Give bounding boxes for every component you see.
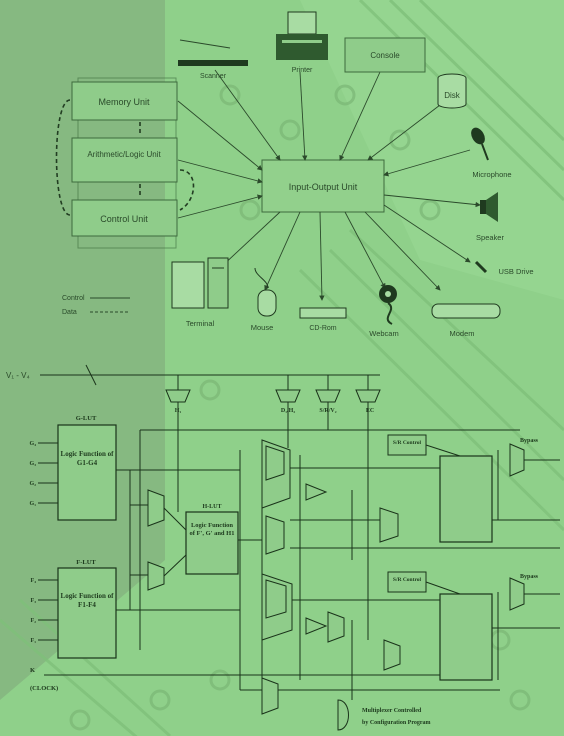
g-lut-text: Logic Function of G1-G4 (60, 450, 114, 494)
speaker-icon-body (480, 200, 486, 214)
terminal-tower-icon (208, 258, 228, 308)
printer-icon (276, 34, 328, 60)
input-g1: G₁ (30, 501, 37, 507)
sr-control-top-label: S/R Control (393, 440, 422, 446)
input-g3: G₃ (30, 461, 37, 467)
input-f2: F₂ (31, 618, 37, 624)
terminal-label: Terminal (186, 319, 215, 328)
printer-label: Printer (292, 67, 313, 74)
webcam-label: Webcam (369, 329, 398, 338)
disk: Disk (438, 74, 466, 108)
input-f4: F₄ (31, 578, 37, 584)
alu-label: Arithmetic/Logic Unit (87, 150, 161, 159)
memory-unit-label: Memory Unit (98, 97, 150, 107)
alu-box (72, 138, 177, 182)
modem-icon (432, 304, 500, 318)
legend-text-line2: by Configuration Program (362, 720, 431, 726)
usb-label: USB Drive (498, 267, 533, 276)
cd-icon (300, 308, 346, 318)
modem-label: Modem (449, 329, 474, 338)
disk-label: Disk (444, 91, 461, 100)
flip-flop-bottom (440, 594, 492, 680)
io-unit-label: Input-Output Unit (289, 182, 358, 192)
g-lut-label: Logic Function of G1-G4 (60, 450, 114, 468)
speaker-label: Speaker (476, 233, 504, 242)
f-lut-title: F-LUT (76, 559, 96, 566)
mouse-icon (258, 290, 276, 316)
h-lut-title: H-LUT (202, 504, 221, 510)
printer-paper-icon (288, 12, 316, 34)
printer-slot (282, 40, 322, 43)
input-f1: F₁ (31, 638, 37, 644)
bypass-top-label: Bypass (520, 438, 539, 444)
webcam-lens (385, 291, 391, 297)
mux-label-ec: EC (366, 408, 374, 414)
f-lut-text: Logic Function of F1-F4 (60, 592, 114, 636)
bus-label: V₁ - V₄ (6, 371, 30, 380)
legend-text-line1: Multiplexer Controlled (362, 708, 422, 714)
h-lut-text: Logic Function of F', G' and H1 (188, 522, 236, 570)
clock-label: (CLOCK) (30, 685, 58, 692)
control-unit-label: Control Unit (100, 214, 148, 224)
mouse-label: Mouse (251, 323, 274, 332)
legend-data-label: Data (62, 309, 77, 316)
input-g4: G₄ (30, 441, 37, 447)
console: Console (345, 38, 425, 72)
legend-control-label: Control (62, 295, 85, 302)
k-label: K (30, 667, 35, 674)
scanner-icon (178, 60, 248, 66)
h-lut-label: Logic Function of F', G' and H1 (188, 522, 236, 538)
g-lut-title: G-LUT (76, 415, 97, 422)
scanner-label: Scanner (200, 73, 227, 80)
cd-label: CD-Rom (309, 325, 336, 332)
terminal-monitor-icon (172, 262, 204, 308)
flip-flop-top (440, 456, 492, 542)
sr-control-bottom-label: S/R Control (393, 577, 422, 583)
f-lut-label: Logic Function of F1-F4 (60, 592, 114, 610)
microphone-label: Microphone (472, 170, 511, 179)
console-label: Console (370, 51, 400, 60)
bypass-bottom-label: Bypass (520, 574, 539, 580)
input-f3: F₃ (31, 598, 37, 604)
input-g2: G₂ (30, 481, 37, 487)
